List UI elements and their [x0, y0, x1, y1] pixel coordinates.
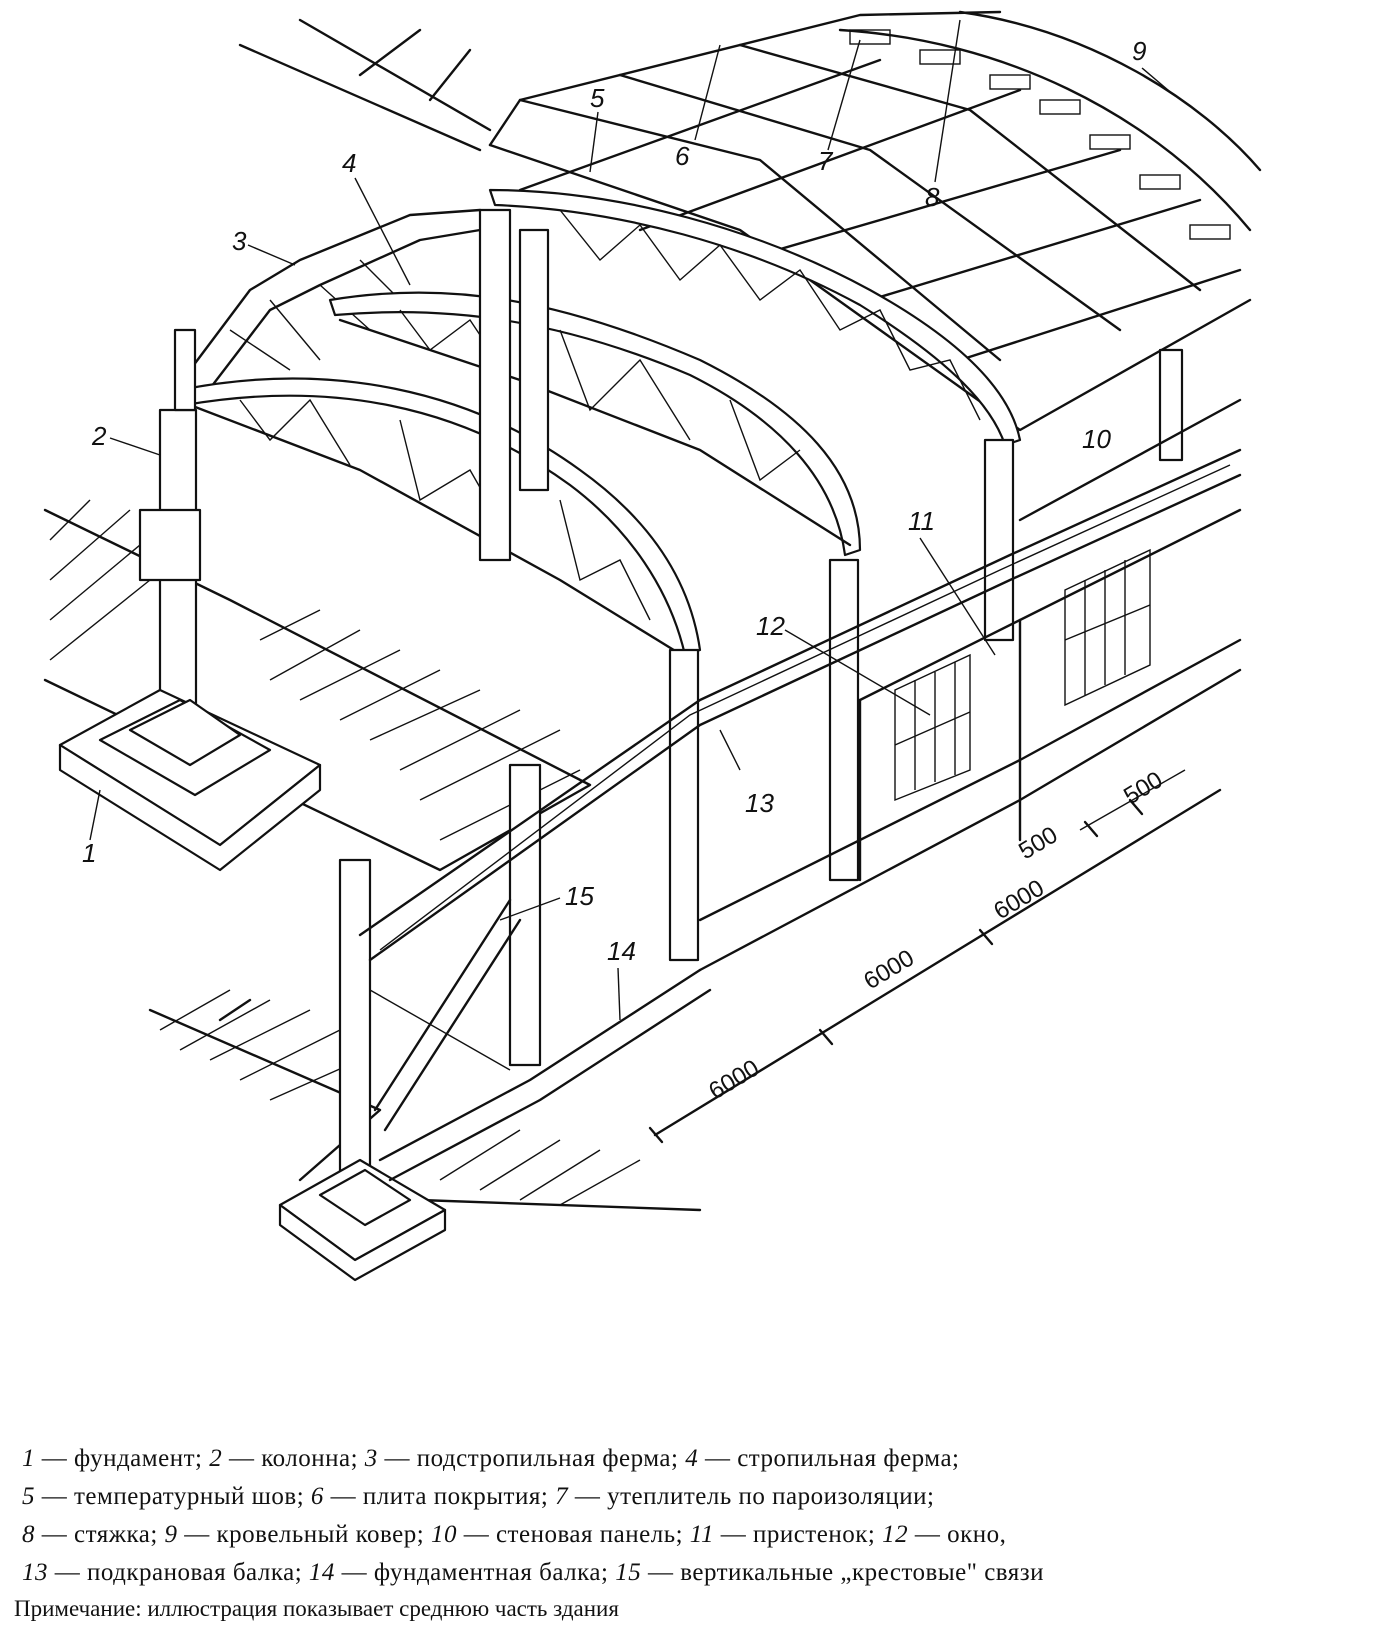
legend-num: 13 [22, 1559, 48, 1586]
building-frame-diagram: 6000 6000 6000 500 500 1 2 3 4 5 6 7 8 9… [43, 10, 1262, 1282]
legend-num: 8 [22, 1521, 35, 1548]
legend-text: — окно, [908, 1521, 1007, 1548]
callout-6: 6 [675, 141, 690, 171]
callout-10: 10 [1082, 424, 1111, 454]
legend-text: — плита покрытия; [323, 1483, 556, 1510]
legend-text: — стеновая панель; [456, 1521, 690, 1548]
legend-text: — стропильная ферма; [698, 1445, 960, 1472]
legend-num: 15 [615, 1559, 642, 1586]
dim-label-2: 6000 [859, 945, 919, 996]
legend-num: 5 [22, 1483, 35, 1510]
roof-panels [238, 10, 1252, 432]
roof-covering [838, 10, 1262, 240]
legend-num: 4 [685, 1445, 699, 1472]
callout-14: 14 [607, 936, 636, 966]
legend-text: — пристенок; [713, 1521, 883, 1548]
callout-8: 8 [925, 182, 940, 212]
figure-note: Примечание: иллюстрация показывает средн… [14, 1596, 619, 1621]
legend-num: 6 [310, 1483, 324, 1510]
rafter-truss-back [328, 291, 862, 557]
legend-row-4: 13 — подкрановая балка; 14 — фундаментна… [22, 1554, 1382, 1592]
callout-9: 9 [1132, 36, 1146, 66]
callout-5: 5 [590, 83, 605, 113]
legend-text: — кровельный ковер; [177, 1521, 431, 1548]
legend-num: 11 [689, 1521, 714, 1548]
footings [58, 688, 447, 1282]
legend: 1 — фундамент; 2 — колонна; 3 — подстроп… [22, 1440, 1382, 1592]
callout-1: 1 [82, 838, 96, 868]
legend-text: — вертикальные „крестовые" связи [641, 1559, 1045, 1586]
sub-rafter-truss [188, 208, 482, 397]
legend-text: — утеплитель по пароизоляции; [568, 1483, 935, 1510]
callout-12: 12 [756, 611, 785, 641]
legend-text: — колонна; [222, 1445, 365, 1472]
dim-label-4: 500 [1014, 821, 1062, 865]
legend-row-2: 5 — температурный шов; 6 — плита покрыти… [22, 1478, 1382, 1516]
dimension-lines [648, 769, 1222, 1144]
callouts: 1 2 3 4 5 6 7 8 9 10 11 12 13 14 15 [82, 19, 1176, 1021]
legend-text: — фундамент; [35, 1445, 210, 1472]
callout-4: 4 [342, 148, 356, 178]
callout-15: 15 [565, 881, 594, 911]
dim-label-1: 6000 [704, 1055, 764, 1106]
foundation-beam-and-bracing [369, 898, 712, 1182]
windows [894, 548, 1151, 802]
crane-beam-and-wall [358, 398, 1242, 972]
legend-num: 3 [364, 1445, 378, 1472]
legend-text: — стяжка; [35, 1521, 165, 1548]
legend-text: — фундаментная балка; [334, 1559, 616, 1586]
legend-num: 12 [882, 1521, 909, 1548]
legend-num: 14 [308, 1559, 335, 1586]
callout-13: 13 [745, 788, 774, 818]
legend-num: 7 [555, 1483, 569, 1510]
callout-3: 3 [232, 226, 247, 256]
legend-text: — подстропильная ферма; [377, 1445, 686, 1472]
legend-num: 9 [164, 1521, 178, 1548]
legend-row-3: 8 — стяжка; 9 — кровельный ковер; 10 — с… [22, 1516, 1382, 1554]
legend-num: 1 [22, 1445, 35, 1472]
dim-label-3: 6000 [989, 875, 1049, 926]
legend-text: — температурный шов; [35, 1483, 311, 1510]
legend-num: 2 [209, 1445, 223, 1472]
ground-hatch-front [148, 989, 702, 1212]
legend-row-1: 1 — фундамент; 2 — колонна; 3 — подстроп… [22, 1440, 1382, 1478]
callout-11: 11 [908, 506, 935, 536]
callout-2: 2 [91, 421, 107, 451]
column-front-left [338, 858, 372, 1192]
legend-text: — подкрановая балка; [48, 1559, 309, 1586]
callout-7: 7 [818, 146, 834, 176]
legend-num: 10 [430, 1521, 457, 1548]
